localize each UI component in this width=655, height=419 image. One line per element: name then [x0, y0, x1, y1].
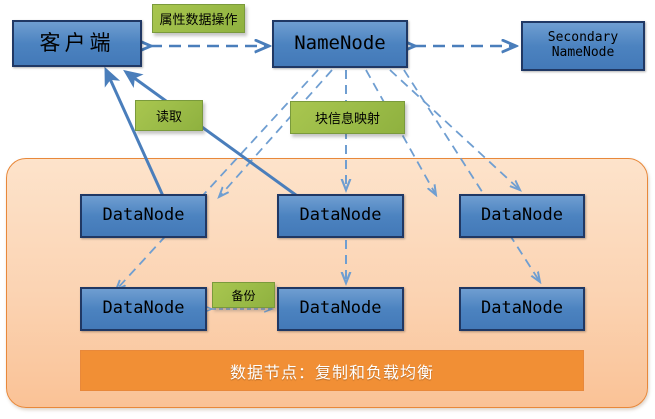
secondary-namenode-line2: NameNode	[551, 45, 615, 60]
node-datanode-1[interactable]: DataNode	[80, 194, 207, 238]
label-replicate: 备份	[212, 282, 275, 308]
node-client[interactable]: 客户端	[12, 20, 142, 67]
node-namenode[interactable]: NameNode	[272, 20, 408, 68]
secondary-namenode-line1: Secondary	[547, 30, 619, 46]
node-datanode-4[interactable]: DataNode	[80, 287, 207, 331]
node-datanode-2[interactable]: DataNode	[277, 194, 404, 238]
rack-banner-label: 数据节点：复制和负载均衡	[80, 350, 584, 391]
node-datanode-5[interactable]: DataNode	[277, 287, 404, 331]
node-datanode-3[interactable]: DataNode	[459, 194, 585, 238]
node-datanode-6[interactable]: DataNode	[459, 287, 585, 331]
label-read: 读取	[135, 100, 203, 131]
label-metadata-operations: 属性数据操作	[152, 4, 245, 33]
label-block-mapping: 块信息映射	[290, 101, 405, 134]
node-secondary-namenode[interactable]: Secondary NameNode	[521, 21, 645, 71]
